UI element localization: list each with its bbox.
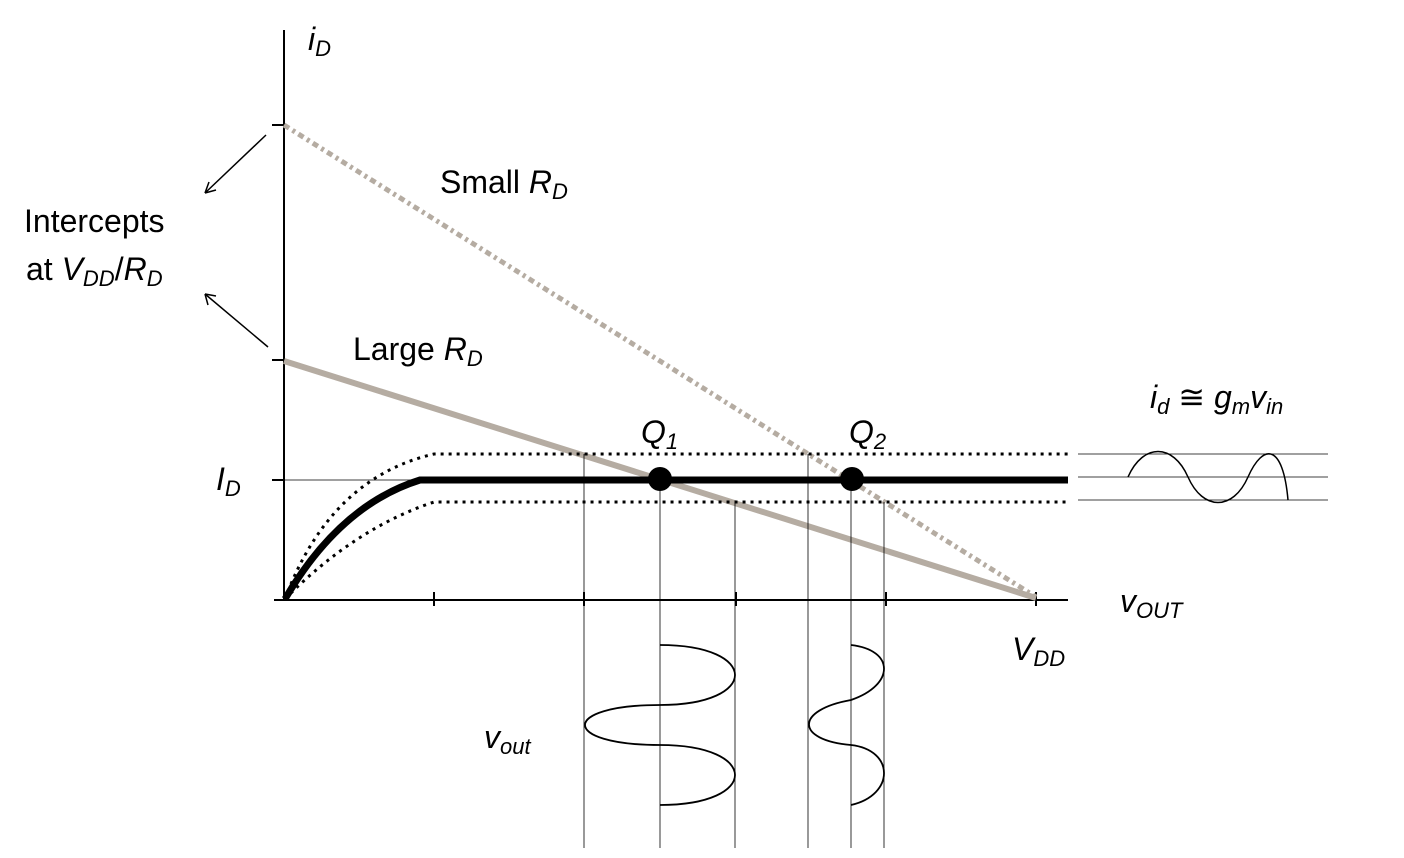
intercepts-label-line2: at VDD/RD [26, 251, 163, 291]
vout-sine-q2 [808, 644, 885, 806]
large-rd-label: Large RD [353, 331, 483, 371]
signal-equation: id ≅ gmvin [1150, 379, 1283, 419]
intercept-arrow-lower [204, 293, 269, 348]
q1-label: Q1 [641, 414, 678, 454]
vout-sine-q1 [584, 644, 736, 806]
id-input-sine-wave [1127, 450, 1289, 504]
x-axis-label: vOUT [1120, 583, 1184, 623]
y-axis-label: iD [308, 21, 331, 61]
small-rd-label: Small RD [440, 164, 568, 204]
small-rd-load-line [282, 122, 1038, 600]
intercept-arrow-upper [204, 134, 267, 194]
id-input-sine [1128, 452, 1287, 507]
q2-point [840, 467, 864, 491]
id-label: ID [216, 461, 241, 501]
q2-label: Q2 [849, 414, 886, 454]
vout-sine-q1-trace [585, 645, 737, 805]
upper-swing-curve [283, 452, 1068, 600]
bias-characteristic-curve [281, 476, 1068, 601]
vdd-label: VDD [1012, 631, 1065, 671]
intercept-arrowhead-lower [204, 293, 217, 306]
vout-label: vout [484, 719, 531, 759]
intercept-arrowhead-upper [204, 181, 217, 194]
intercepts-label-line1: Intercepts [24, 203, 165, 239]
lower-swing-curve [283, 500, 1068, 601]
